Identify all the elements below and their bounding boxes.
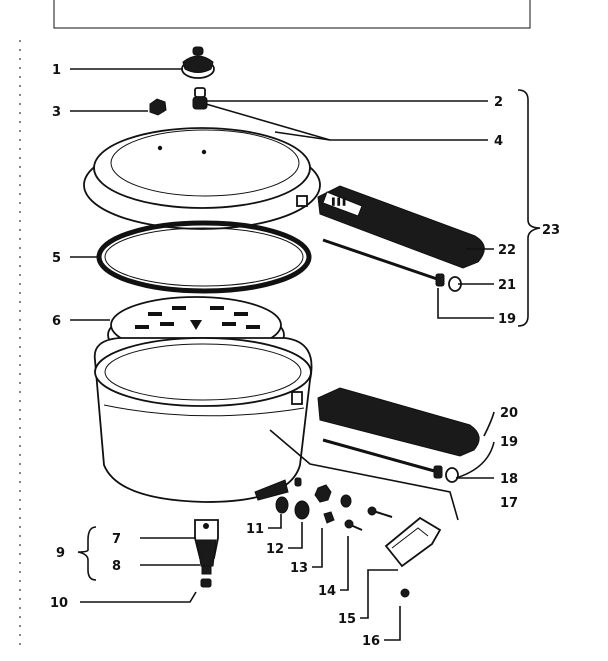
label-5: 5 — [52, 251, 61, 266]
label-12: 12 — [266, 542, 284, 557]
label-20: 20 — [500, 406, 518, 421]
cooker-body-part — [93, 337, 313, 503]
label-7: 7 — [112, 532, 121, 547]
overpressure-plug-part — [149, 98, 167, 116]
label-16: 16 — [362, 634, 380, 649]
label-6: 6 — [52, 314, 61, 329]
label-9: 9 — [56, 546, 65, 561]
header-frame — [53, 0, 531, 29]
label-14: 14 — [318, 584, 336, 599]
label-4: 4 — [494, 134, 503, 149]
pressure-gauge-part — [194, 519, 219, 588]
cover-part — [83, 127, 321, 230]
body-handle-part — [317, 387, 480, 457]
svg-text:▌▌▌: ▌▌▌ — [331, 197, 348, 206]
label-11: 11 — [246, 522, 264, 537]
label-8: 8 — [112, 559, 121, 574]
label-1: 1 — [52, 63, 61, 78]
label-19-lower: 19 — [500, 435, 518, 450]
label-18: 18 — [500, 472, 518, 487]
label-13: 13 — [290, 561, 308, 576]
label-19-upper: 19 — [498, 312, 516, 327]
cover-handle-part: ▌▌▌ — [317, 185, 485, 269]
label-22: 22 — [498, 243, 516, 258]
part-number-labels: 1 3 2 4 23 22 5 21 19 6 20 19 18 17 11 7… — [50, 63, 560, 649]
body-handle-screw-part — [322, 438, 459, 483]
label-23: 23 — [542, 223, 560, 238]
small-hardware-parts — [275, 477, 442, 598]
label-3: 3 — [52, 105, 61, 120]
pressure-regulator-part — [181, 46, 215, 79]
vent-pipe-part — [192, 87, 208, 110]
label-15: 15 — [338, 612, 356, 627]
label-21: 21 — [498, 278, 516, 293]
label-2: 2 — [494, 95, 503, 110]
leader-lines — [70, 68, 541, 641]
label-10: 10 — [50, 596, 68, 611]
label-17: 17 — [500, 496, 518, 511]
sealing-ring-part — [96, 220, 312, 294]
